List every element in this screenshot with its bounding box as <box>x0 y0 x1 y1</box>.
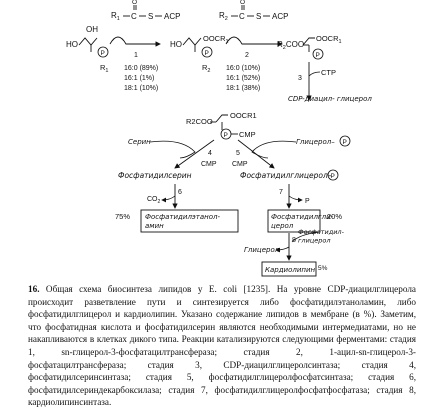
acyl-acp-1: R1 C O S ACP <box>111 0 180 22</box>
pe-percent: 75% <box>115 212 130 221</box>
svg-text:R2COO: R2COO <box>277 40 304 51</box>
svg-text:R2: R2 <box>202 63 210 74</box>
svg-text:P: P <box>224 132 228 139</box>
svg-text:O: O <box>240 0 245 6</box>
svg-text:OOCR1: OOCR1 <box>203 34 229 45</box>
stage-8-label: 8 <box>292 237 296 244</box>
svg-text:16:1 (52%): 16:1 (52%) <box>226 75 260 82</box>
svg-text:OH: OH <box>86 25 98 34</box>
cdp-diacylglycerol: R2COO OOCR1 P CMP <box>186 111 257 140</box>
svg-text:P: P <box>316 52 320 59</box>
phosphatidylethanolamine-box: Фосфатидилэтанол-амин 75% <box>115 209 239 233</box>
pg-percent: 20% <box>327 212 342 221</box>
svg-text:R2COO: R2COO <box>186 117 213 126</box>
svg-text:Фосфатидилгли-церол: Фосфатидилгли-церол <box>271 213 334 230</box>
svg-text:Глицерол–: Глицерол– <box>296 138 335 146</box>
r2-composition: R2 16:0 (10%) 16:1 (52%) 18:1 (38%) <box>202 63 260 92</box>
ctp-label: CTP <box>321 68 336 77</box>
acyl-acp-2: R2 C O S ACP <box>219 0 288 22</box>
lysophosphatidic-acid: HO OOCR1 P <box>170 34 229 58</box>
pg-input-label: Фосфатидил-глицерол <box>298 228 345 245</box>
lipid-pathway-diagram: HO OH P R1 C O S ACP 1 R1 16:0 (89%) 16:… <box>66 0 372 277</box>
caption-body: Общая схема биосинтеза липидов у E. coli… <box>28 284 416 408</box>
stage-7-label: 7 <box>279 189 283 196</box>
svg-text:C: C <box>131 12 137 21</box>
svg-text:ACP: ACP <box>164 12 180 21</box>
cl-percent: 5% <box>318 265 328 272</box>
svg-text:HO: HO <box>170 40 182 49</box>
phosphatidylglycerophosphate: Фосфатидилглицерол– P <box>240 169 339 181</box>
svg-text:P: P <box>331 173 335 180</box>
glycerol-3-phosphate: HO OH P <box>66 25 109 58</box>
svg-text:S: S <box>256 12 261 21</box>
svg-text:Фосфатидилэтанол-амин: Фосфатидилэтанол-амин <box>145 213 220 230</box>
svg-text:R2: R2 <box>219 11 228 22</box>
glycerol-label: Глицерол <box>244 246 280 254</box>
stage-3-label: 3 <box>298 75 302 82</box>
cmp-left-label: CMP <box>201 161 217 168</box>
cdp-diacylglycerol-label: CDP-диацил- глицерол <box>288 95 372 103</box>
svg-text:R1: R1 <box>111 11 120 22</box>
phosphatidylglycerol-box: Фосфатидилгли-церол 20% <box>267 209 342 233</box>
svg-text:OOCR1: OOCR1 <box>316 34 342 45</box>
cmp-right-label: CMP <box>232 161 248 168</box>
stage-4-label: 4 <box>208 150 212 157</box>
svg-text:OOCR1: OOCR1 <box>230 111 257 120</box>
stage-1-label: 1 <box>134 52 138 59</box>
p-out-label: P <box>305 198 310 205</box>
svg-text:P: P <box>205 50 209 57</box>
svg-text:HO: HO <box>66 40 78 49</box>
phosphatidylserine-label: Фосфатидилсерин <box>118 171 192 180</box>
svg-text:Кардиолипин: Кардиолипин <box>265 266 316 274</box>
co2-label: CO2 <box>147 196 161 205</box>
phosphatidic-acid: R2COO OOCR1 P <box>277 34 342 60</box>
svg-text:O: O <box>132 0 137 6</box>
svg-text:C: C <box>239 12 245 21</box>
figure-caption: 16. Общая схема биосинтеза липидов у E. … <box>28 283 416 409</box>
svg-text:16:0 (89%): 16:0 (89%) <box>124 65 158 72</box>
stage-5-label: 5 <box>236 150 240 157</box>
svg-text:P: P <box>343 139 347 146</box>
r1-composition: R1 16:0 (89%) 16:1 (1%) 18:1 (10%) <box>100 63 158 92</box>
stage-6-label: 6 <box>178 189 182 196</box>
caption-number: 16. <box>28 284 40 294</box>
serine-label: Серин <box>128 138 151 146</box>
svg-text:16:0 (10%): 16:0 (10%) <box>226 65 260 72</box>
svg-text:R1: R1 <box>100 63 108 74</box>
cardiolipin-box: Кардиолипин 5% <box>261 261 328 277</box>
stage-2-label: 2 <box>245 52 249 59</box>
svg-text:CMP: CMP <box>239 130 256 139</box>
svg-text:18:1 (10%): 18:1 (10%) <box>124 85 158 92</box>
svg-text:S: S <box>148 12 153 21</box>
svg-text:18:1 (38%): 18:1 (38%) <box>226 85 260 92</box>
svg-text:P: P <box>101 50 105 57</box>
svg-text:16:1 (1%): 16:1 (1%) <box>124 75 154 82</box>
svg-text:ACP: ACP <box>272 12 288 21</box>
glycerol-3-phosphate-reagent: Глицерол– P <box>296 135 351 147</box>
svg-text:Фосфатидилглицерол–: Фосфатидилглицерол– <box>240 171 332 180</box>
